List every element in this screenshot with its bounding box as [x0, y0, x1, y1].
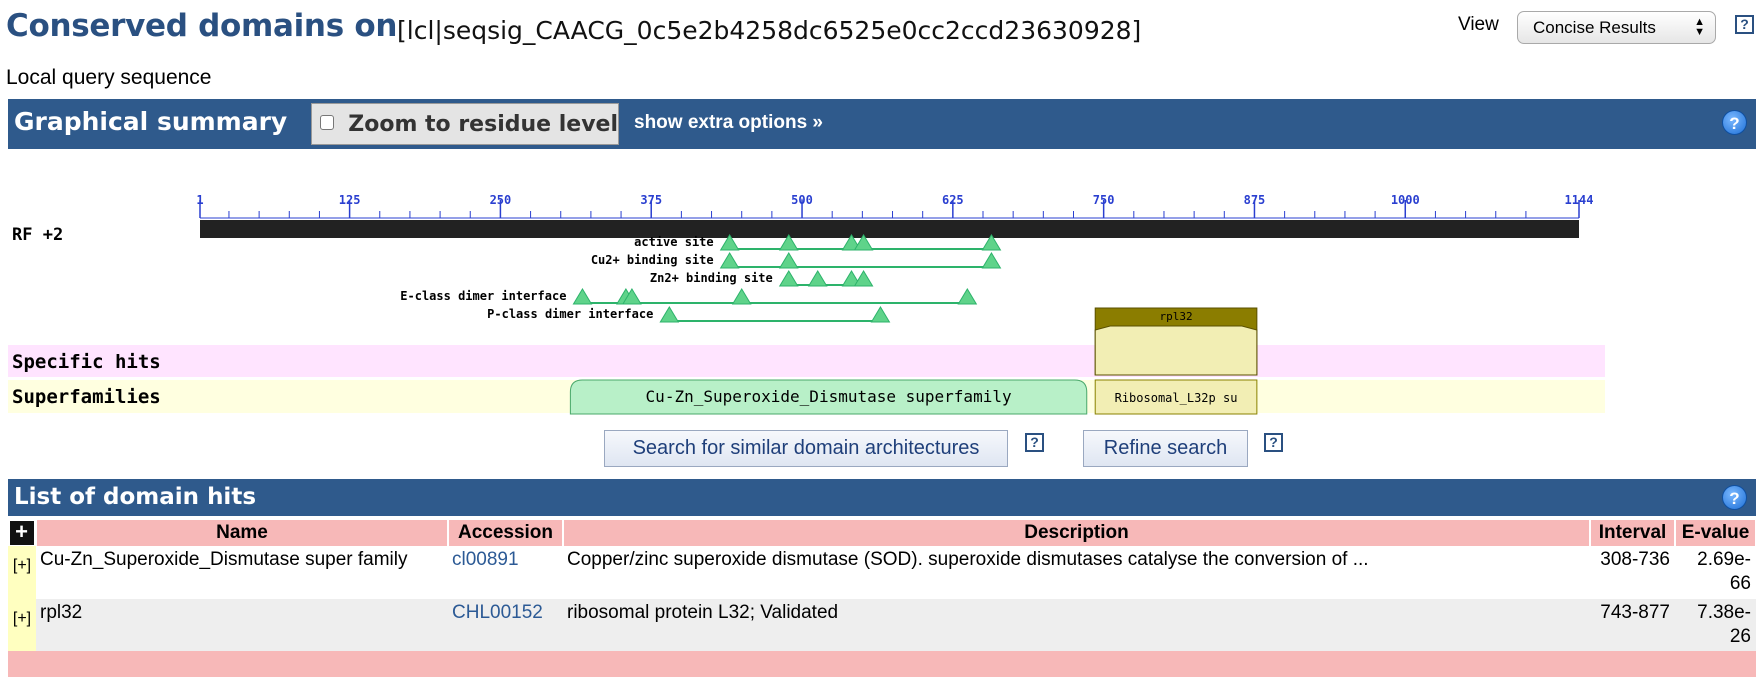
row-expand-toggle[interactable]: [+]	[8, 546, 36, 599]
ruler-tick-label: 375	[640, 193, 662, 207]
domain-hits-title: List of domain hits	[14, 484, 257, 510]
hit-description: ribosomal protein L32; Validated	[563, 599, 1590, 652]
site-marker	[853, 270, 874, 287]
hit-evalue: 2.69e-66	[1675, 546, 1756, 599]
site-marker	[719, 234, 740, 251]
show-extra-options-link[interactable]: show extra options »	[634, 112, 823, 133]
graphical-summary-help-icon[interactable]: ?	[1722, 110, 1747, 135]
query-id: [lcl|seqsig_CAACG_0c5e2b4258dc6525e0cc2c…	[397, 16, 1142, 45]
col-name[interactable]: Name	[36, 520, 449, 546]
site-marker	[981, 234, 1002, 251]
row-expand-toggle[interactable]: [+]	[8, 599, 36, 652]
hit-description: Copper/zinc superoxide dismutase (SOD). …	[563, 546, 1590, 599]
zoom-to-residue-toggle[interactable]: Zoom to residue level	[311, 103, 619, 145]
specific-hit: rpl32	[1094, 307, 1258, 376]
view-select[interactable]: Concise Results ▲▼	[1517, 11, 1716, 44]
domain-hits-table: + Name Accession Description Interval E-…	[8, 520, 1757, 652]
superfamily-shape	[1094, 379, 1258, 415]
ruler-tick-label: 250	[490, 193, 512, 207]
specific-hit-body	[1094, 325, 1258, 376]
view-help-icon[interactable]: ?	[1735, 15, 1754, 34]
domain-hits-help-icon[interactable]: ?	[1722, 485, 1747, 510]
specific-hit-label: rpl32	[1159, 310, 1192, 323]
ruler-tick-label: 500	[791, 193, 813, 207]
specific-hits-label: Specific hits	[12, 351, 161, 373]
hit-accession-link[interactable]: CHL00152	[448, 599, 563, 652]
site-marker	[981, 252, 1002, 269]
domain-graphic-svg: RF +2 Specific hits Superfamilies 1 125 25…	[8, 193, 1605, 415]
hit-interval: 308-736	[1590, 546, 1675, 599]
col-description[interactable]: Description	[563, 520, 1591, 546]
table-row: [+] Cu-Zn_Superoxide_Dismutase super fam…	[8, 546, 1756, 599]
col-accession[interactable]: Accession	[448, 520, 564, 546]
hit-name: rpl32	[36, 599, 448, 652]
col-interval[interactable]: Interval	[1590, 520, 1676, 546]
site-marker	[853, 234, 874, 251]
expand-all-cell: +	[8, 520, 37, 546]
table-row: [+] rpl32 CHL00152 ribosomal protein L32…	[8, 599, 1756, 652]
graphical-summary-title: Graphical summary	[14, 107, 288, 136]
select-arrows-icon: ▲▼	[1694, 16, 1705, 38]
zoom-label: Zoom to residue level	[348, 111, 618, 137]
ruler-tick-label: 125	[339, 193, 361, 207]
query-subtitle: Local query sequence	[6, 66, 212, 89]
superfamily-hit: Cu-Zn_Superoxide_Dismutase superfamily	[569, 379, 1088, 415]
refine-search-button[interactable]: Refine search	[1083, 430, 1248, 467]
site-label: Cu2+ binding site	[591, 253, 714, 267]
site-marker	[778, 252, 799, 269]
hit-accession-link[interactable]: cl00891	[448, 546, 563, 599]
frame-label: RF +2	[12, 225, 63, 245]
ruler-tick-label: 750	[1093, 193, 1115, 207]
table-footer-bar	[8, 651, 1756, 677]
site-marker	[778, 270, 799, 287]
site-marker	[870, 306, 891, 323]
site-marker	[659, 306, 680, 323]
ruler-tick-label: 1000	[1391, 193, 1420, 207]
search-similar-architectures-button[interactable]: Search for similar domain architectures	[604, 430, 1008, 467]
site-marker	[957, 288, 978, 305]
expand-all-icon[interactable]: +	[9, 521, 34, 545]
hit-evalue: 7.38e-26	[1675, 599, 1756, 652]
similar-architectures-help-icon[interactable]: ?	[1025, 433, 1044, 452]
query-sequence-bar	[200, 220, 1579, 238]
specific-hits-row-bg	[8, 345, 1605, 377]
site-marker	[731, 288, 752, 305]
site-marker	[841, 270, 862, 287]
site-label: Zn2+ binding site	[650, 271, 773, 285]
superfamilies-label: Superfamilies	[12, 386, 161, 408]
site-label: E-class dimer interface	[400, 289, 566, 303]
site-marker	[841, 234, 862, 251]
site-marker	[572, 288, 593, 305]
page-title: Conserved domains on	[6, 8, 398, 44]
site-marker	[778, 234, 799, 251]
domain-graphic: RF +2 Specific hits Superfamilies 1 125 25…	[0, 148, 1764, 418]
site-label: active site	[634, 235, 713, 249]
domain-hits-bar: List of domain hits ?	[8, 479, 1756, 516]
col-evalue[interactable]: E-value	[1675, 520, 1757, 546]
site-label: P-class dimer interface	[487, 307, 653, 321]
superfamily-hit: Ribosomal_L32p su	[1094, 379, 1258, 415]
view-select-value: Concise Results	[1533, 17, 1656, 37]
site-marker	[622, 288, 642, 305]
ruler-tick-label: 875	[1244, 193, 1266, 207]
hit-name: Cu-Zn_Superoxide_Dismutase super family	[36, 546, 448, 599]
ruler-tick-label: 1	[196, 193, 203, 207]
refine-search-help-icon[interactable]: ?	[1264, 433, 1283, 452]
table-header-row: + Name Accession Description Interval E-…	[8, 520, 1757, 546]
view-label: View	[1458, 14, 1499, 35]
superfamily-shape	[569, 379, 1088, 415]
hit-interval: 743-877	[1590, 599, 1675, 652]
ruler-tick-label: 625	[942, 193, 964, 207]
zoom-checkbox[interactable]	[320, 114, 335, 130]
superfamily-label: Cu-Zn_Superoxide_Dismutase superfamily	[646, 387, 1012, 406]
superfamily-label: Ribosomal_L32p su	[1115, 391, 1238, 405]
site-marker	[807, 270, 828, 287]
site-marker	[719, 252, 740, 269]
graphical-summary-bar: Graphical summary Zoom to residue level …	[8, 99, 1756, 149]
sequence-ruler: 1 125 250 375 500 625 750 875 1000 1144	[196, 193, 1594, 219]
ruler-tick-label: 1144	[1565, 193, 1594, 207]
